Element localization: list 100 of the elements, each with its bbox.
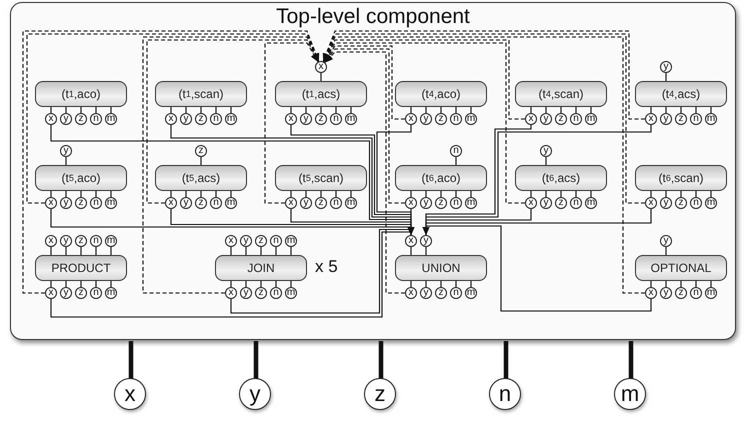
port-stub bbox=[50, 107, 52, 113]
port-stub bbox=[50, 281, 52, 287]
port-circle: m bbox=[705, 287, 717, 299]
port-stub bbox=[110, 191, 112, 197]
port-stub bbox=[455, 191, 457, 197]
multiplier-label: x 5 bbox=[315, 257, 338, 277]
port-circle: y bbox=[660, 113, 672, 125]
port-stub bbox=[185, 107, 187, 113]
port-circle: x bbox=[165, 197, 177, 209]
port-circle: y bbox=[660, 235, 672, 247]
port-circle: z bbox=[75, 235, 87, 247]
port-stub bbox=[455, 281, 457, 287]
port-circle: z bbox=[675, 287, 687, 299]
port-circle: m bbox=[465, 287, 477, 299]
port-circle: n bbox=[90, 287, 102, 299]
port-circle: x bbox=[45, 113, 57, 125]
port-stub bbox=[170, 191, 172, 197]
port-stub bbox=[680, 191, 682, 197]
port-stub bbox=[410, 281, 412, 287]
port-circle: z bbox=[75, 113, 87, 125]
port-stub bbox=[230, 247, 232, 255]
port-stub bbox=[470, 281, 472, 287]
port-stub bbox=[215, 191, 217, 197]
port-stub bbox=[260, 281, 262, 287]
port-circle: n bbox=[210, 113, 222, 125]
port-circle: y bbox=[60, 197, 72, 209]
port-stub bbox=[545, 157, 547, 165]
port-stub bbox=[440, 281, 442, 287]
port-circle: x bbox=[45, 197, 57, 209]
port-stub bbox=[245, 281, 247, 287]
port-stub bbox=[425, 281, 427, 287]
port-circle: y bbox=[660, 287, 672, 299]
port-stub bbox=[470, 191, 472, 197]
port-circle: n bbox=[90, 235, 102, 247]
port-stub bbox=[200, 107, 202, 113]
port-circle: y bbox=[180, 197, 192, 209]
port-circle: n bbox=[330, 197, 342, 209]
port-stub bbox=[80, 107, 82, 113]
dashed-arrow bbox=[324, 51, 405, 294]
port-stub bbox=[410, 247, 412, 255]
port-stub bbox=[665, 107, 667, 113]
port-circle: m bbox=[585, 113, 597, 125]
port-circle: n bbox=[690, 287, 702, 299]
port-circle: n bbox=[489, 378, 521, 410]
port-circle: m bbox=[705, 197, 717, 209]
component-box: PRODUCT bbox=[35, 255, 127, 281]
port-stub bbox=[628, 341, 634, 379]
port-stub bbox=[65, 191, 67, 197]
port-circle: m bbox=[465, 113, 477, 125]
port-circle: y bbox=[420, 235, 432, 247]
port-circle: x bbox=[405, 287, 417, 299]
component-box: UNION bbox=[395, 255, 487, 281]
dashed-arrow bbox=[142, 36, 319, 294]
dashed-arrow bbox=[264, 42, 318, 204]
port-stub bbox=[575, 107, 577, 113]
port-stub bbox=[680, 107, 682, 113]
port-stub bbox=[530, 191, 532, 197]
dashed-arrow bbox=[323, 39, 525, 120]
port-stub bbox=[335, 191, 337, 197]
port-stub bbox=[455, 157, 457, 165]
port-stub bbox=[290, 247, 292, 255]
port-stub bbox=[65, 247, 67, 255]
port-stub bbox=[665, 191, 667, 197]
port-circle: z bbox=[75, 287, 87, 299]
port-circle: x bbox=[645, 287, 657, 299]
port-stub bbox=[305, 191, 307, 197]
port-circle: z bbox=[675, 197, 687, 209]
port-stub bbox=[665, 73, 667, 81]
port-circle: y bbox=[300, 197, 312, 209]
port-circle: n bbox=[450, 145, 462, 157]
port-stub bbox=[50, 247, 52, 255]
port-stub bbox=[320, 191, 322, 197]
dashed-arrow bbox=[146, 39, 319, 204]
port-circle: m bbox=[345, 197, 357, 209]
port-stub bbox=[290, 191, 292, 197]
port-circle: y bbox=[540, 197, 552, 209]
port-circle: x bbox=[645, 113, 657, 125]
port-circle: x bbox=[225, 235, 237, 247]
port-circle: y bbox=[540, 145, 552, 157]
port-circle: m bbox=[285, 287, 297, 299]
port-circle: m bbox=[105, 197, 117, 209]
port-circle: x bbox=[45, 235, 57, 247]
component-box: OPTIONAL bbox=[635, 255, 727, 281]
port-stub bbox=[650, 191, 652, 197]
port-circle: x bbox=[315, 61, 327, 73]
port-circle: n bbox=[450, 113, 462, 125]
port-circle: z bbox=[315, 197, 327, 209]
arrow bbox=[230, 227, 414, 314]
dashed-arrow bbox=[322, 30, 645, 120]
port-circle: z bbox=[75, 197, 87, 209]
port-stub bbox=[440, 107, 442, 113]
port-circle: z bbox=[255, 235, 267, 247]
port-stub bbox=[110, 281, 112, 287]
port-circle: x bbox=[285, 113, 297, 125]
port-stub bbox=[545, 191, 547, 197]
port-stub bbox=[290, 281, 292, 287]
port-circle: m bbox=[345, 113, 357, 125]
dashed-arrow bbox=[323, 36, 645, 294]
port-stub bbox=[95, 281, 97, 287]
port-circle: z bbox=[364, 378, 396, 410]
